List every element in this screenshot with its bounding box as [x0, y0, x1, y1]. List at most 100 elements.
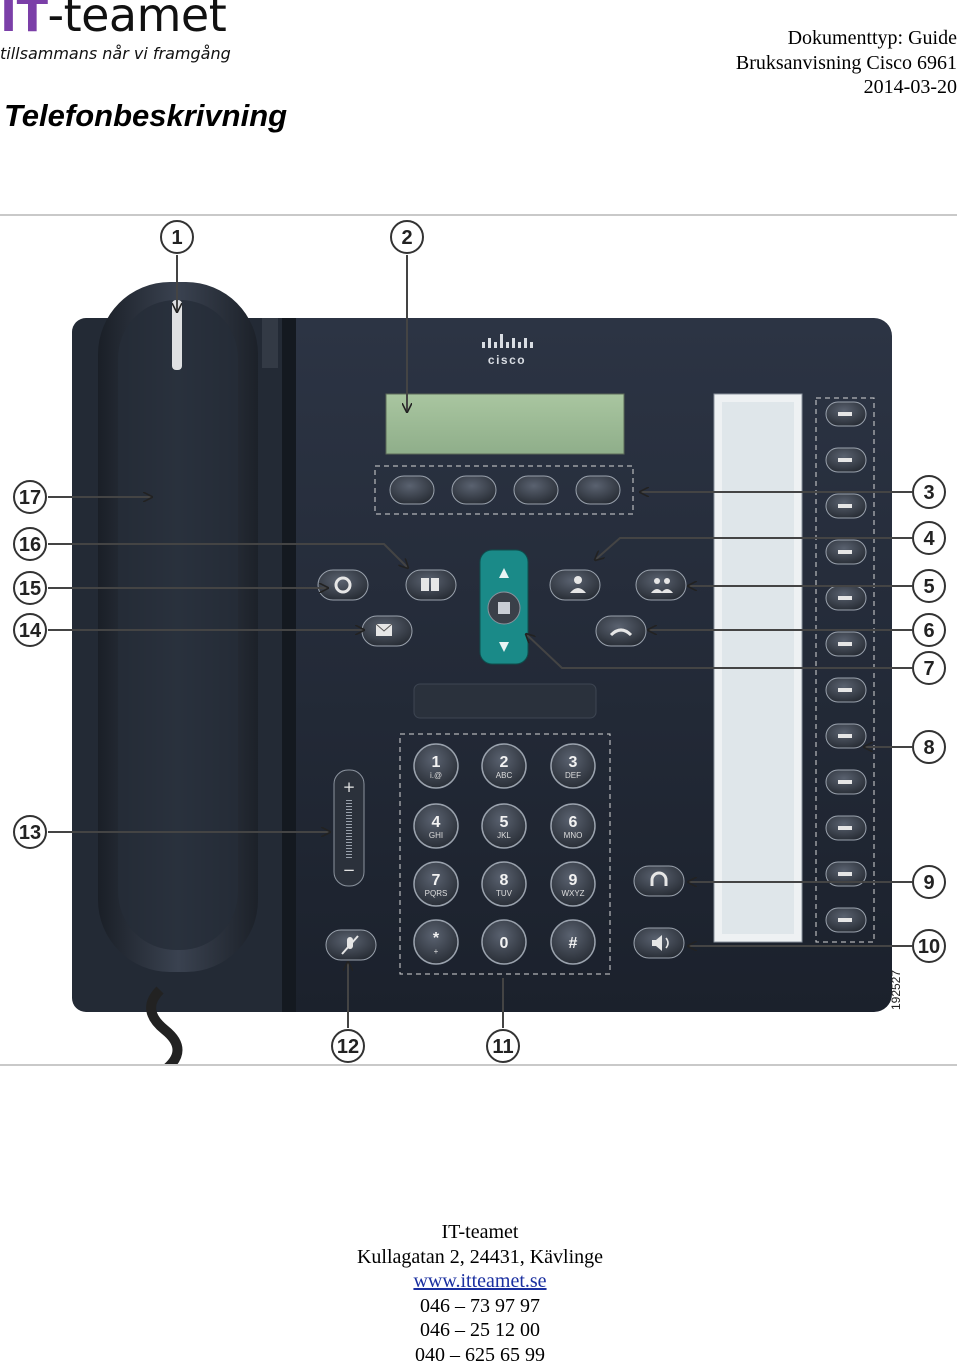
- line-key-4[interactable]: [826, 540, 866, 564]
- volume-rocker[interactable]: + −: [334, 770, 364, 886]
- footer-address: Kullagatan 2, 24431, Kävlinge: [0, 1245, 960, 1270]
- line-key-5[interactable]: [826, 586, 866, 610]
- callout-7: 7: [913, 652, 945, 684]
- company-logo: IT-teamet tillsammans når vi framgång: [0, 0, 300, 70]
- callout-3: 3: [913, 476, 945, 508]
- softkey-3[interactable]: [514, 476, 558, 504]
- line-key-10[interactable]: [826, 816, 866, 840]
- key-digit: 5: [500, 814, 509, 831]
- headset-button[interactable]: [634, 866, 684, 896]
- key-digit: #: [569, 935, 578, 952]
- key-digit: 7: [432, 872, 441, 889]
- svg-text:−: −: [343, 861, 356, 879]
- callout-16: 16: [14, 528, 46, 560]
- hold-button[interactable]: [596, 616, 646, 646]
- speakerphone-button[interactable]: [634, 928, 684, 958]
- callout-10: 10: [913, 930, 945, 962]
- keypad-key-11[interactable]: 0: [482, 920, 526, 964]
- page-title: Telefonbeskrivning: [4, 98, 287, 134]
- callout-2: 2: [391, 221, 423, 253]
- doc-date: 2014-03-20: [736, 75, 957, 100]
- phone-diagram: cisco: [0, 218, 960, 1066]
- speaker-grille: [414, 684, 596, 718]
- messages-button[interactable]: [362, 616, 412, 646]
- key-letters: JKL: [497, 831, 511, 840]
- footer-phone-3: 040 – 625 65 99: [0, 1343, 960, 1367]
- callout-number: 11: [492, 1036, 513, 1058]
- svg-text:cisco: cisco: [488, 353, 526, 367]
- softkey-1[interactable]: [390, 476, 434, 504]
- callout-9: 9: [913, 866, 945, 898]
- settings-button[interactable]: [318, 570, 368, 600]
- softkey-4[interactable]: [576, 476, 620, 504]
- keypad-key-1[interactable]: 1i.@: [414, 744, 458, 788]
- footer: IT-teamet Kullagatan 2, 24431, Kävlinge …: [0, 1220, 960, 1367]
- keypad-key-10[interactable]: *+: [414, 920, 458, 964]
- top-divider: [0, 214, 957, 216]
- callout-6: 6: [913, 614, 945, 646]
- callout-4: 4: [913, 522, 945, 554]
- callout-14: 14: [14, 614, 46, 646]
- callout-number: 6: [923, 620, 934, 642]
- callout-15: 15: [14, 572, 46, 604]
- conference-button[interactable]: [636, 570, 686, 600]
- line-key-6[interactable]: [826, 632, 866, 656]
- callout-17: 17: [14, 481, 46, 513]
- key-digit: 4: [432, 814, 441, 831]
- line-key-2[interactable]: [826, 448, 866, 472]
- callout-number: 4: [923, 528, 935, 550]
- bottom-divider: [0, 1064, 957, 1066]
- callout-number: 12: [337, 1036, 359, 1058]
- callout-number: 13: [19, 822, 41, 844]
- line-key-7[interactable]: [826, 678, 866, 702]
- callout-number: 14: [19, 620, 42, 642]
- callout-number: 3: [923, 482, 934, 504]
- callout-1: 1: [161, 221, 193, 253]
- callout-number: 8: [923, 737, 934, 759]
- logo-wordmark: IT-teamet: [0, 0, 226, 42]
- logo-tagline: tillsammans når vi framgång: [0, 44, 231, 63]
- lcd-display: [386, 394, 624, 454]
- callout-number: 1: [171, 227, 182, 249]
- callout-number: 2: [401, 227, 412, 249]
- footer-phone-2: 046 – 25 12 00: [0, 1318, 960, 1343]
- key-digit: 6: [569, 814, 578, 831]
- website-link[interactable]: www.itteamet.se: [413, 1270, 546, 1292]
- callout-5: 5: [913, 570, 945, 602]
- svg-text:+: +: [343, 778, 356, 796]
- callout-13: 13: [14, 816, 46, 848]
- key-letters: GHI: [429, 831, 443, 840]
- key-letters: TUV: [496, 889, 513, 898]
- mute-button[interactable]: [326, 930, 376, 960]
- callout-12: 12: [332, 1030, 364, 1062]
- footer-phone-1: 046 – 73 97 97: [0, 1294, 960, 1319]
- manual-name: Bruksanvisning Cisco 6961: [736, 51, 957, 76]
- key-letters: ABC: [496, 771, 513, 780]
- directories-button[interactable]: [406, 570, 456, 600]
- key-digit: 3: [569, 754, 578, 771]
- line-key-12[interactable]: [826, 908, 866, 932]
- key-letters: WXYZ: [561, 889, 584, 898]
- key-digit: 8: [500, 872, 509, 889]
- line-key-3[interactable]: [826, 494, 866, 518]
- callout-number: 17: [19, 487, 41, 509]
- line-key-1[interactable]: [826, 402, 866, 426]
- transfer-icon: [574, 576, 582, 584]
- line-key-9[interactable]: [826, 770, 866, 794]
- conference-icon: [654, 578, 660, 584]
- line-key-8[interactable]: [826, 724, 866, 748]
- key-digit: 9: [569, 872, 578, 889]
- keypad-key-12[interactable]: #: [551, 920, 595, 964]
- callout-number: 5: [923, 576, 934, 598]
- softkey-2[interactable]: [452, 476, 496, 504]
- key-letters: MNO: [564, 831, 583, 840]
- transfer-button[interactable]: [550, 570, 600, 600]
